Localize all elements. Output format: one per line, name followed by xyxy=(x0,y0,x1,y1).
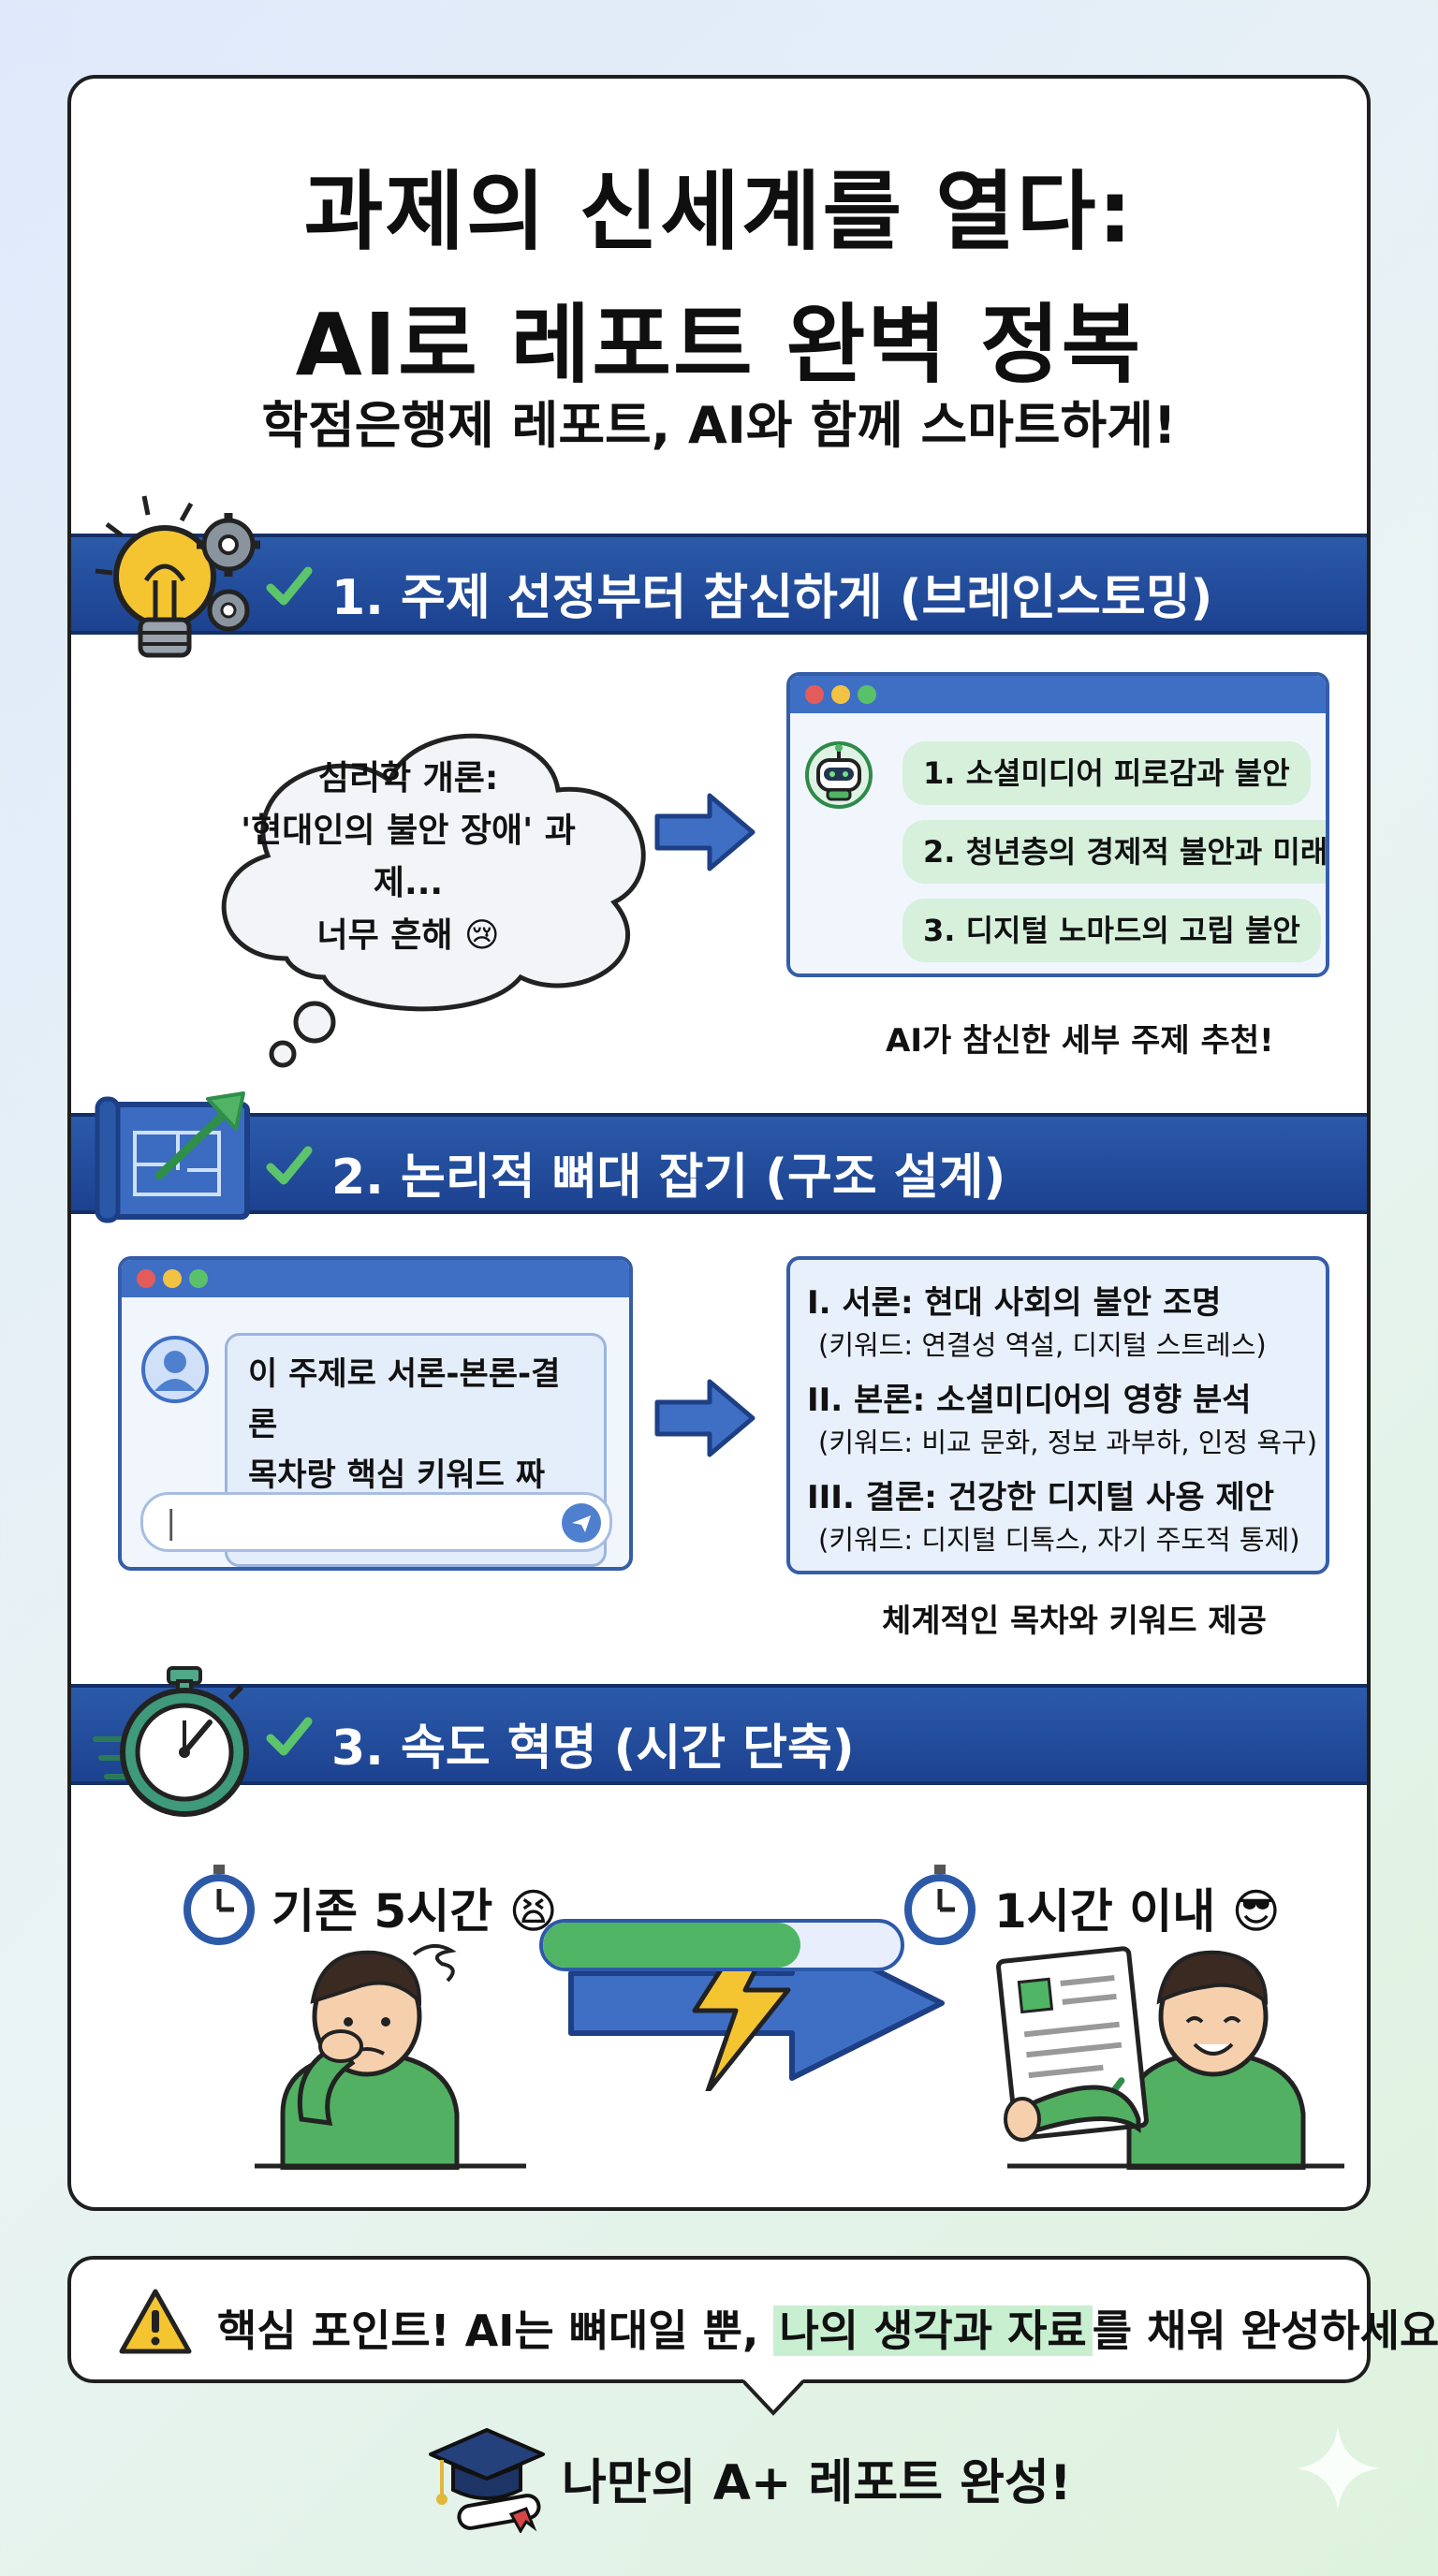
robot-icon xyxy=(805,741,873,809)
window-minimize-dot[interactable] xyxy=(163,1269,182,1288)
ai-chat-window: 1. 소셜미디어 피로감과 불안 2. 청년층의 경제적 불안과 미래 3. 디… xyxy=(786,672,1329,977)
thought-line: 심리학 개론: xyxy=(317,759,499,798)
tip-highlight: 나의 생각과 자료 xyxy=(773,2305,1093,2356)
outline-keywords-3: (키워드: 디지털 디톡스, 자기 주도적 통제) xyxy=(818,1524,1300,1556)
tip-suffix: 를 채워 완성하세요! xyxy=(1092,2305,1438,2356)
outline-keywords-1: (키워드: 연결성 역설, 디지털 스트레스) xyxy=(818,1329,1267,1361)
window-maximize-dot[interactable] xyxy=(858,685,876,704)
section3-banner: 3. 속도 혁명 (시간 단축) xyxy=(71,1684,1367,1785)
check-icon xyxy=(266,566,313,606)
chat-input[interactable]: | xyxy=(140,1492,612,1552)
outline-panel: I. 서론: 현대 사회의 불안 조명 (키워드: 연결성 역설, 디지털 스트… xyxy=(786,1256,1329,1574)
thought-cloud xyxy=(221,733,646,1068)
sparkle-icon xyxy=(1296,2426,1380,2510)
warning-icon xyxy=(119,2289,192,2354)
thought-line: '현대인의 불안 장애' 과제... xyxy=(241,812,576,902)
final-message: 나만의 A+ 레포트 완성! xyxy=(562,2455,1072,2511)
stopwatch-icon xyxy=(93,1666,249,1817)
graduation-cap-icon xyxy=(429,2428,545,2533)
send-icon[interactable] xyxy=(561,1502,602,1544)
subtitle: 학점은행제 레포트, AI와 함께 스마트하게! xyxy=(261,396,1177,455)
after-time-label: 1시간 이내 😎 xyxy=(994,1884,1281,1939)
topic-suggestion-2: 2. 청년층의 경제적 불안과 미래 xyxy=(902,820,1326,884)
title-line-1: 과제의 신세계를 열다: xyxy=(303,162,1135,262)
section1-banner: 1. 주제 선정부터 참신하게 (브레인스토밍) xyxy=(71,534,1367,635)
section1-heading: 1. 주제 선정부터 참신하게 (브레인스토밍) xyxy=(331,570,1213,626)
lightbulb-gear-icon xyxy=(95,495,260,658)
window-close-dot[interactable] xyxy=(805,685,824,704)
speech-tail xyxy=(743,2379,803,2416)
outline-heading-3: III. 결론: 건강한 디지털 사용 제안 xyxy=(807,1479,1275,1516)
window-titlebar xyxy=(790,676,1326,713)
check-icon xyxy=(266,1717,313,1756)
prompt-line: 이 주제로 서론-본론-결론 xyxy=(248,1355,561,1443)
title-line-2: AI로 레포트 완벽 정복 xyxy=(295,295,1143,395)
happy-student-illustration xyxy=(996,1946,1344,2170)
chat-input-cursor: | xyxy=(166,1504,177,1542)
window-minimize-dot[interactable] xyxy=(831,685,850,704)
outline-heading-2: II. 본론: 소셜미디어의 영향 분석 xyxy=(807,1382,1252,1419)
window-close-dot[interactable] xyxy=(137,1269,155,1288)
outline-keywords-2: (키워드: 비교 문화, 정보 과부하, 인정 욕구) xyxy=(818,1427,1318,1458)
section3-heading: 3. 속도 혁명 (시간 단축) xyxy=(331,1720,855,1777)
thought-text: 심리학 개론: '현대인의 불안 장애' 과제... 너무 흔해 😢 xyxy=(212,753,605,962)
clock-icon xyxy=(904,1865,976,1945)
outline-heading-1: I. 서론: 현대 사회의 불안 조명 xyxy=(807,1284,1222,1322)
user-avatar-icon xyxy=(141,1336,209,1403)
window-titlebar xyxy=(122,1260,629,1297)
tip-prefix: 핵심 포인트! AI는 뼈대일 뿐, xyxy=(217,2305,774,2356)
blueprint-icon xyxy=(95,1091,250,1223)
window-maximize-dot[interactable] xyxy=(189,1269,208,1288)
prompt-chat-window: 이 주제로 서론-본론-결론 목차랑 핵심 키워드 짜줘! | xyxy=(118,1256,633,1571)
thought-line: 너무 흔해 😢 xyxy=(316,916,500,955)
stressed-student-illustration xyxy=(255,1943,526,2170)
right-arrow-icon xyxy=(654,793,756,871)
section2-heading: 2. 논리적 뼈대 잡기 (구조 설계) xyxy=(331,1149,1006,1206)
infographic-card: 과제의 신세계를 열다: AI로 레포트 완벽 정복 학점은행제 레포트, AI… xyxy=(67,75,1371,2211)
clock-icon xyxy=(183,1865,255,1945)
section2-banner: 2. 논리적 뼈대 잡기 (구조 설계) xyxy=(71,1113,1367,1214)
topic-suggestion-3: 3. 디지털 노마드의 고립 불안 xyxy=(902,899,1321,962)
section2-caption: 체계적인 목차와 키워드 제공 xyxy=(882,1603,1267,1640)
progress-bar xyxy=(539,1919,904,1971)
check-icon xyxy=(266,1146,313,1185)
section1-caption: AI가 참신한 세부 주제 추천! xyxy=(886,1022,1274,1060)
topic-suggestion-1: 1. 소셜미디어 피로감과 불안 xyxy=(902,741,1311,805)
right-arrow-icon xyxy=(654,1379,756,1457)
progress-fill xyxy=(543,1923,801,1968)
before-time-label: 기존 5시간 😫 xyxy=(271,1884,558,1939)
